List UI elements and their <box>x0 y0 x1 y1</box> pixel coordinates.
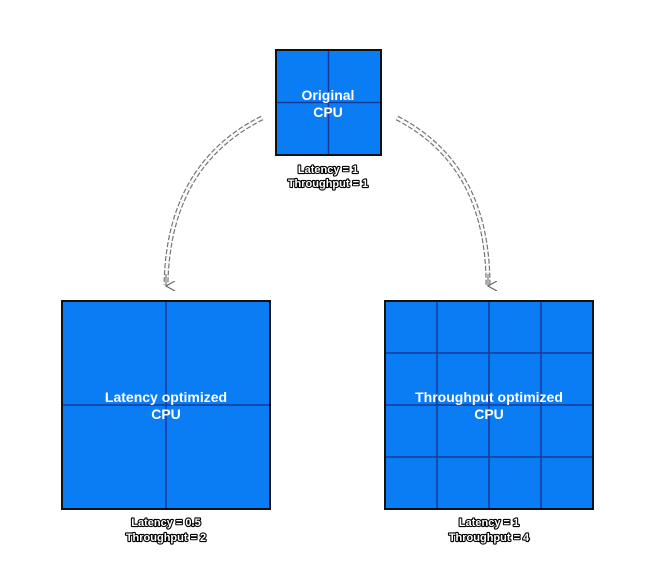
throughput-cpu-label-line1: Throughput optimized <box>415 389 563 405</box>
original-throughput: Throughput = 1 <box>288 178 368 190</box>
latency-cpu-throughput: Throughput = 2 <box>126 532 206 544</box>
throughput-cpu-throughput: Throughput = 4 <box>449 532 530 544</box>
throughput-optimized-cpu-box <box>384 300 594 510</box>
latency-cpu-label-line1: Latency optimized <box>105 389 227 405</box>
latency-cpu-label-line2: CPU <box>151 406 181 422</box>
throughput-cpu-latency: Latency = 1 <box>459 517 519 529</box>
original-cpu-box <box>275 49 382 156</box>
latency-optimized-cpu-box <box>61 300 271 510</box>
arrow-to-throughput-inner <box>396 116 490 286</box>
original-latency: Latency = 1 <box>298 164 358 176</box>
arrow-to-latency <box>163 115 264 286</box>
original-cpu-label-line1: Original <box>302 87 355 103</box>
original-cpu-label-line2: CPU <box>313 104 343 120</box>
arrow-to-latency-inner <box>164 116 263 286</box>
latency-cpu-latency: Latency = 0.5 <box>131 517 200 529</box>
throughput-cpu-label-line2: CPU <box>474 406 504 422</box>
